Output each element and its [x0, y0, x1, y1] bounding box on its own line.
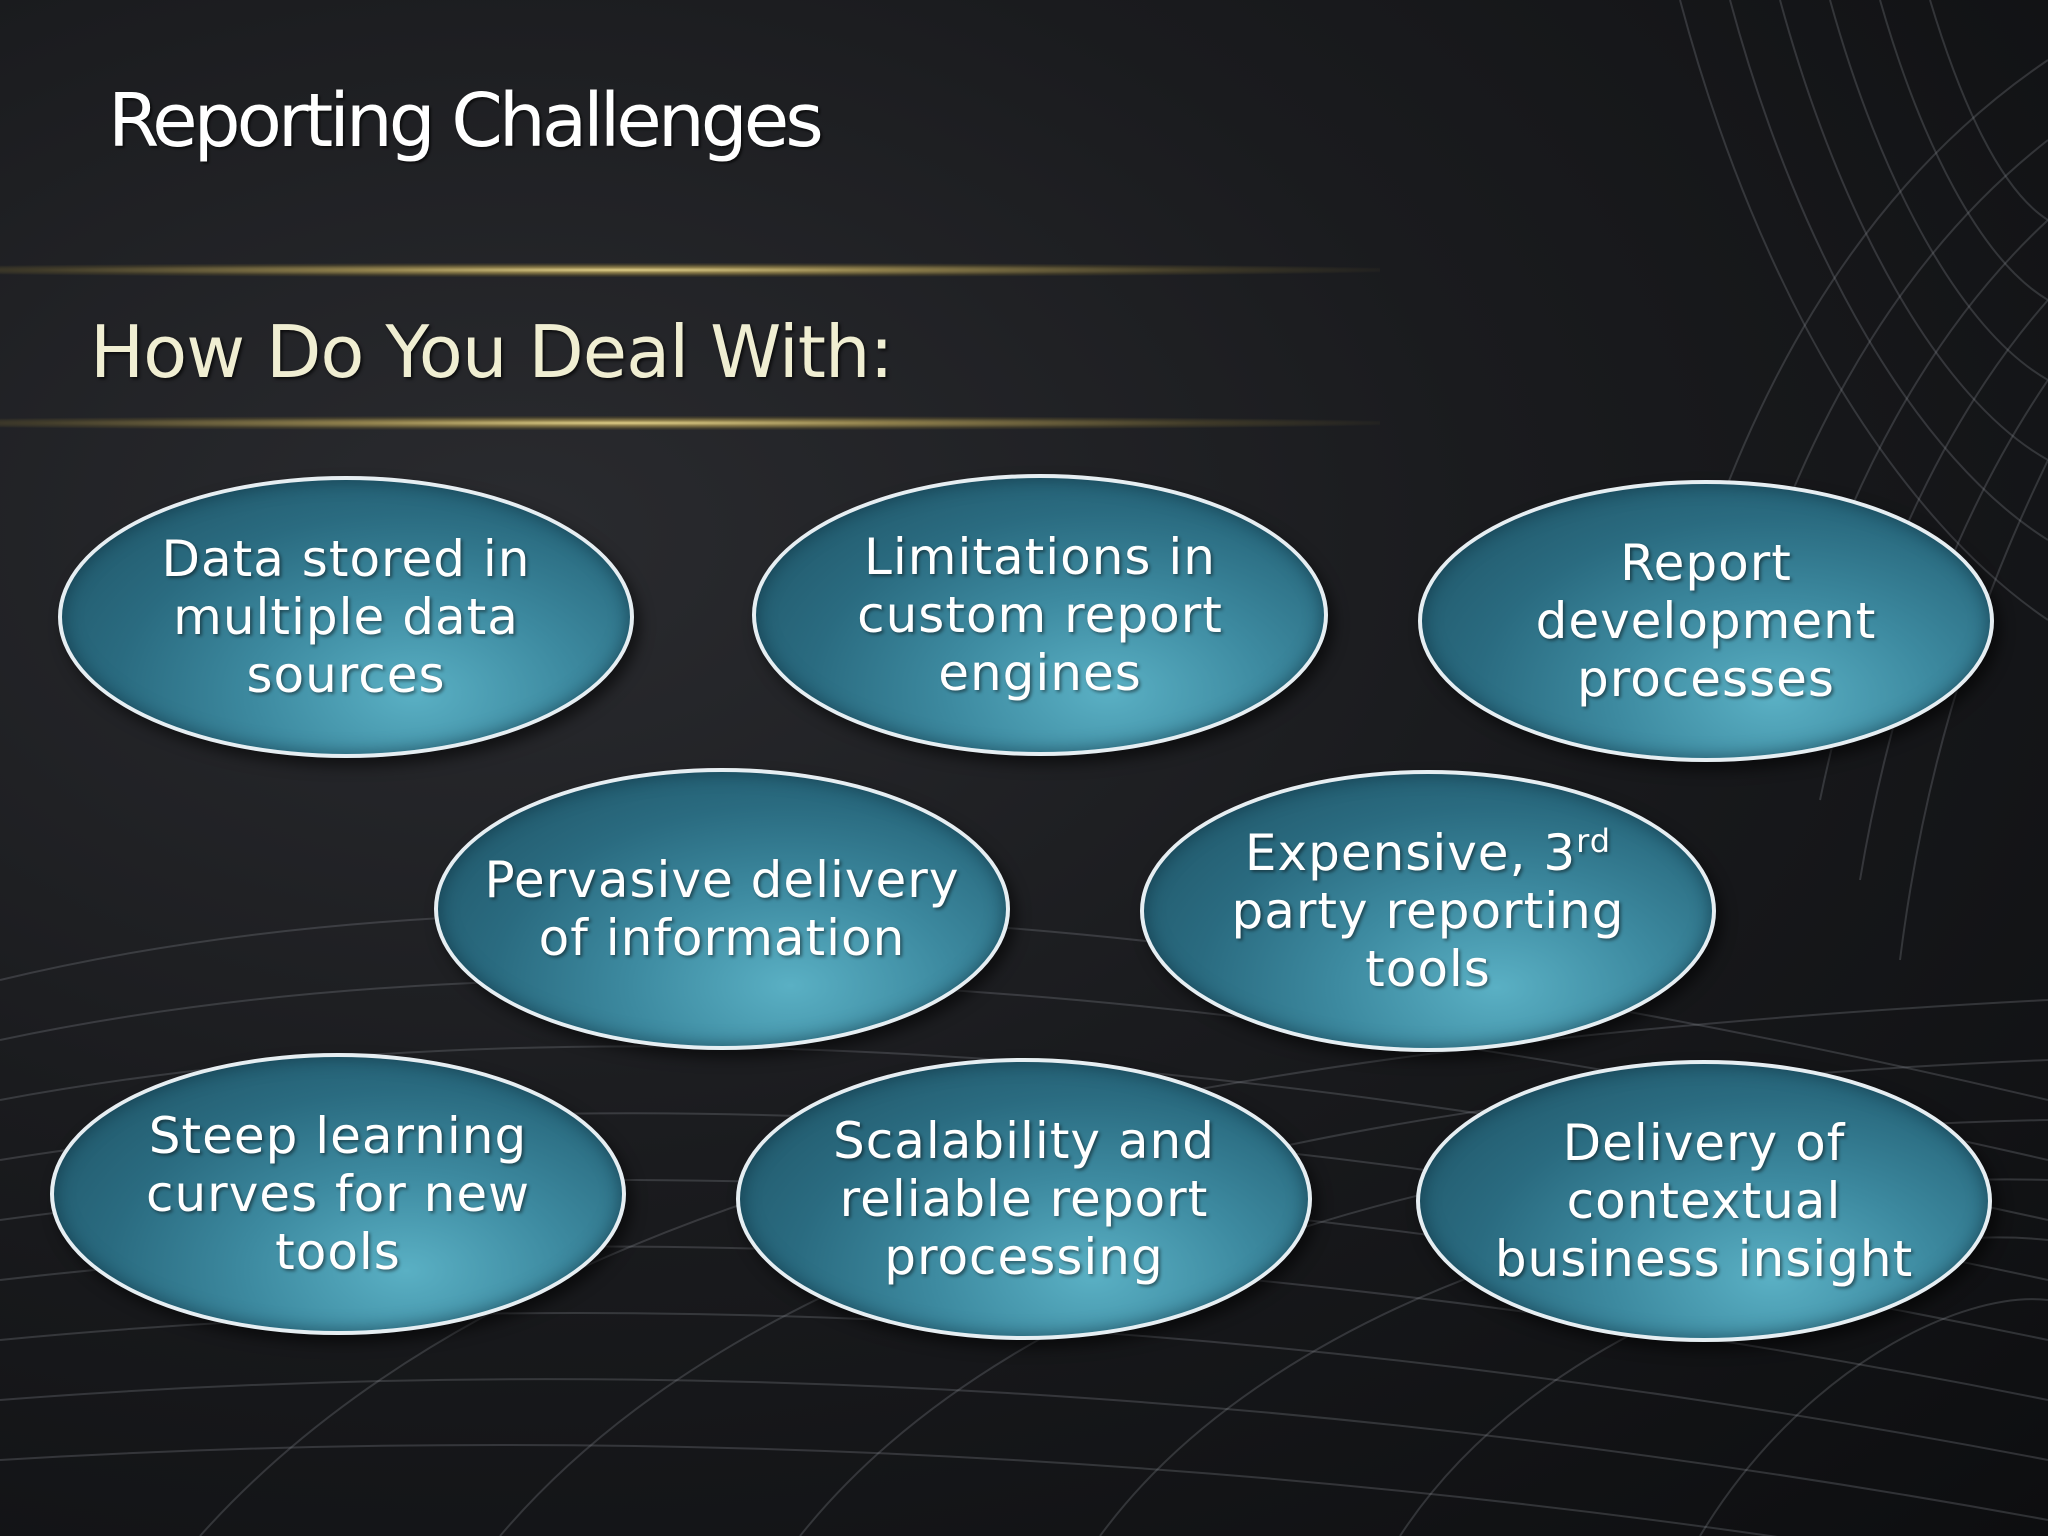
slide-subtitle: How Do You Deal With: — [90, 310, 894, 394]
gold-divider-bottom — [0, 416, 1380, 430]
challenge-bubble-learning-curves: Steep learning curves for new tools — [50, 1053, 626, 1335]
challenge-superscript: rd — [1576, 822, 1612, 860]
challenge-text: Data stored in multiple data sources — [161, 530, 531, 704]
challenge-text: Pervasive delivery of information — [484, 851, 960, 967]
challenge-text: Delivery of contextual business insight — [1494, 1114, 1914, 1288]
challenge-bubble-pervasive-delivery: Pervasive delivery of information — [434, 768, 1010, 1050]
challenge-text-part: party reporting tools — [1231, 882, 1625, 998]
challenge-text: Report development processes — [1535, 534, 1877, 708]
challenge-bubble-data-sources: Data stored in multiple data sources — [58, 476, 634, 758]
challenge-text-part: Expensive, 3 — [1244, 824, 1577, 882]
challenge-bubble-third-party-tools: Expensive, 3rd party reporting tools — [1140, 770, 1716, 1052]
challenge-bubble-scalability: Scalability and reliable report processi… — [736, 1058, 1312, 1340]
challenge-bubble-development-processes: Report development processes — [1418, 480, 1994, 762]
challenge-text: Limitations in custom report engines — [857, 528, 1223, 702]
challenge-text: Expensive, 3rd party reporting tools — [1191, 824, 1664, 998]
slide-title: Reporting Challenges — [108, 78, 824, 164]
challenge-bubble-contextual-insight: Delivery of contextual business insight — [1416, 1060, 1992, 1342]
challenge-text: Scalability and reliable report processi… — [833, 1112, 1215, 1286]
challenge-text: Steep learning curves for new tools — [145, 1107, 531, 1281]
gold-divider-top — [0, 263, 1380, 277]
challenge-bubble-report-engines: Limitations in custom report engines — [752, 474, 1328, 756]
